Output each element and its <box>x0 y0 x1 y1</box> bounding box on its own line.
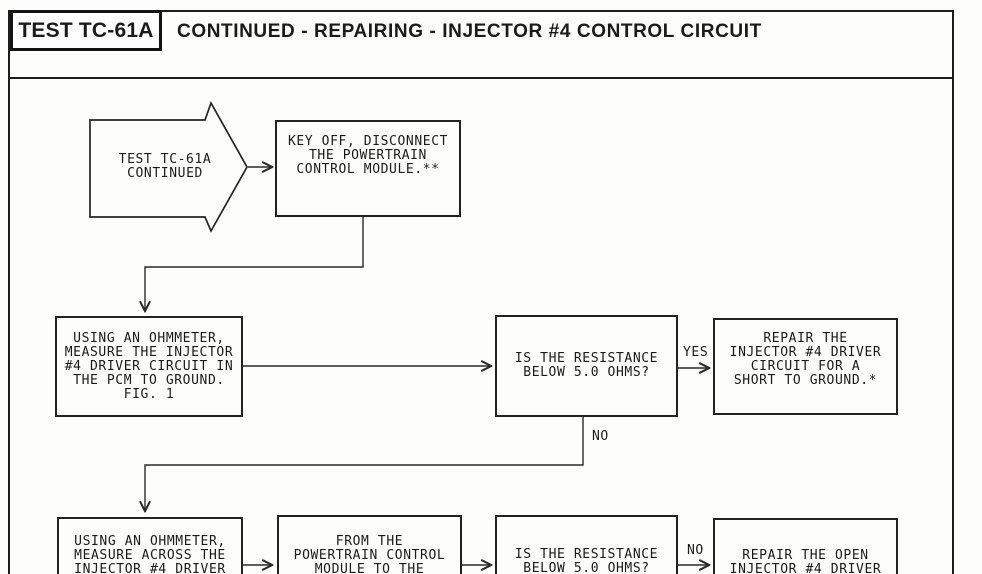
connector-no-to-measure-across <box>145 417 584 510</box>
node-measure-pcm: USING AN OHMMETER, MEASURE THE INJECTOR … <box>55 316 243 417</box>
test-id-box: TEST TC-61A <box>10 10 162 51</box>
node-resistance-check-1-text: IS THE RESISTANCE BELOW 5.0 OHMS? <box>514 351 659 380</box>
connector-keyoff-to-measure <box>145 216 364 310</box>
node-repair-short-text: REPAIR THE INJECTOR #4 DRIVER CIRCUIT FO… <box>729 331 882 388</box>
node-repair-short: REPAIR THE INJECTOR #4 DRIVER CIRCUIT FO… <box>713 318 898 415</box>
node-from-pcm-text: FROM THE POWERTRAIN CONTROL MODULE TO TH… <box>293 534 446 574</box>
page-border <box>8 10 954 574</box>
node-key-off: KEY OFF, DISCONNECT THE POWERTRAIN CONTR… <box>275 120 461 217</box>
node-from-pcm: FROM THE POWERTRAIN CONTROL MODULE TO TH… <box>277 515 462 574</box>
branch-label-no-2: NO <box>687 543 704 558</box>
node-repair-open-text: REPAIR THE OPEN INJECTOR #4 DRIVER <box>729 548 882 574</box>
branch-label-yes-1: YES <box>683 345 709 360</box>
node-resistance-check-2: IS THE RESISTANCE BELOW 5.0 OHMS? <box>495 515 678 574</box>
node-measure-across-text: USING AN OHMMETER, MEASURE ACROSS THE IN… <box>74 534 226 574</box>
start-arrow-label: TEST TC-61A CONTINUED <box>118 152 212 181</box>
branch-label-no-1: NO <box>592 429 609 444</box>
test-id-label: TEST TC-61A <box>18 18 154 42</box>
start-arrow-shape <box>89 100 248 233</box>
header-divider <box>8 77 952 79</box>
node-repair-open: REPAIR THE OPEN INJECTOR #4 DRIVER <box>713 518 898 574</box>
node-measure-pcm-text: USING AN OHMMETER, MEASURE THE INJECTOR … <box>64 330 234 402</box>
node-key-off-text: KEY OFF, DISCONNECT THE POWERTRAIN CONTR… <box>287 134 449 177</box>
node-resistance-check-2-text: IS THE RESISTANCE BELOW 5.0 OHMS? <box>514 547 659 574</box>
node-resistance-check-1: IS THE RESISTANCE BELOW 5.0 OHMS? <box>495 315 678 417</box>
page-title: CONTINUED - REPAIRING - INJECTOR #4 CONT… <box>177 21 762 42</box>
node-measure-across: USING AN OHMMETER, MEASURE ACROSS THE IN… <box>57 517 243 574</box>
